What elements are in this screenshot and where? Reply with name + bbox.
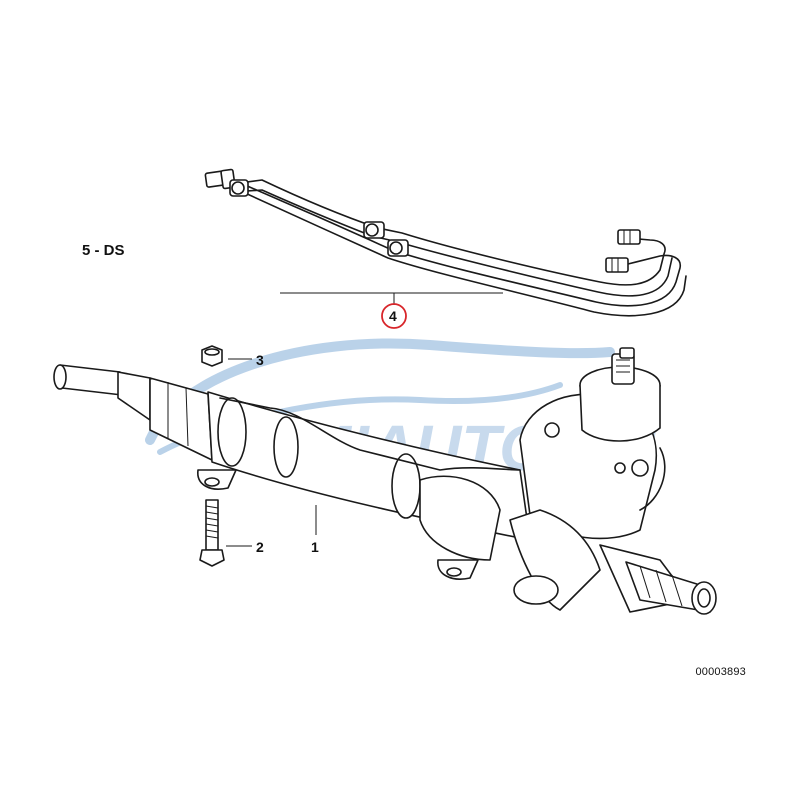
callout-4: 4 [389,308,397,324]
pipe-fitting-mid-upper [363,221,385,239]
callout-3: 3 [256,352,264,368]
callout-2: 2 [256,539,264,555]
pipe-fitting-left-upper [204,168,236,190]
pipe-fitting-right-lower [605,257,629,273]
nut [201,345,223,367]
callout-4-highlight-ring [381,303,407,329]
steering-rack [53,347,717,615]
hydraulic-lines [204,168,687,317]
callout-1: 1 [311,539,319,555]
pipe-fitting-left-lower [229,179,249,197]
pipe-fitting-right-upper [617,229,641,245]
model-code-label: 5 - DS [82,242,125,259]
bolt [199,499,225,567]
pipe-fitting-mid-lower [387,239,409,257]
diagram-id-label: 00003893 [695,666,746,678]
